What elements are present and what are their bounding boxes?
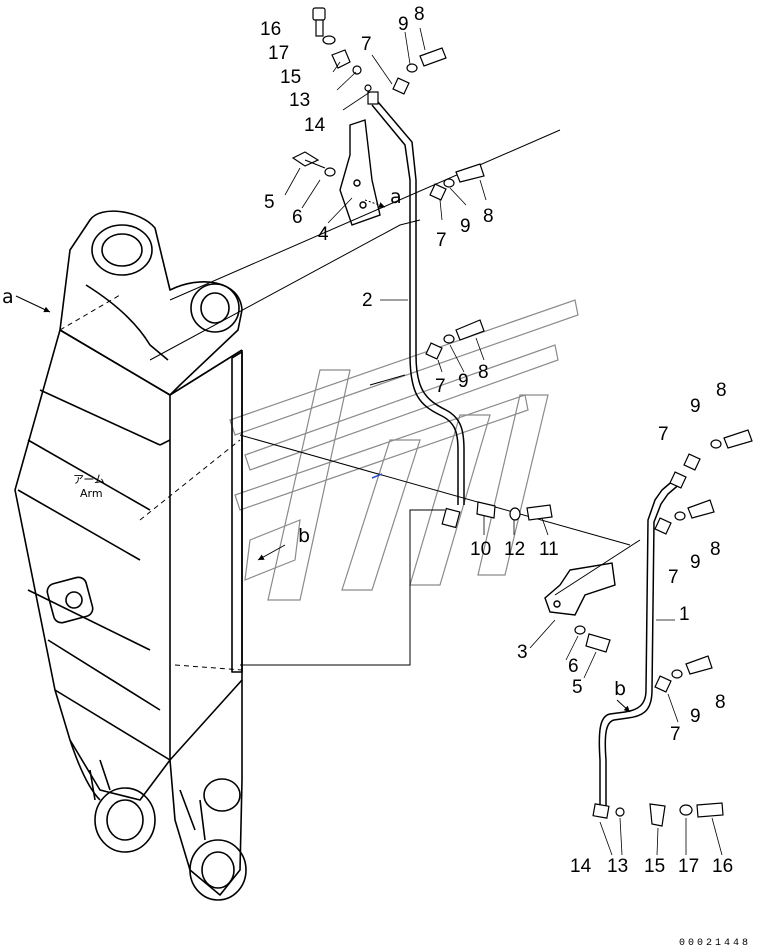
callout-2: 2 <box>362 290 373 311</box>
callout-9-mid1: 9 <box>460 216 471 237</box>
watermark-logo <box>229 299 579 601</box>
center-mark <box>371 473 383 479</box>
callout-6-r: 6 <box>568 656 579 677</box>
callout-7-top: 7 <box>361 34 372 55</box>
callout-9-top: 9 <box>398 14 409 35</box>
bracket-4 <box>339 119 381 226</box>
callout-9-r1: 9 <box>690 396 701 417</box>
callout-numbers: 16 17 15 13 14 7 9 8 5 6 4 7 9 8 2 7 9 8… <box>260 4 733 877</box>
arm-label: アーム Arm <box>73 473 105 500</box>
callout-3: 3 <box>517 642 528 663</box>
callout-8-mid1: 8 <box>483 206 494 227</box>
callout-11: 11 <box>539 539 559 560</box>
view-ref-a-upper: a <box>364 186 402 208</box>
leader-lines <box>149 129 641 666</box>
callout-7-r3: 7 <box>670 724 681 745</box>
view-ref-a-label: a <box>2 286 14 308</box>
tube-2 <box>371 101 465 505</box>
callout-8-r3: 8 <box>715 692 726 713</box>
callout-8-mid2: 8 <box>478 362 489 383</box>
view-ref-b-label: b <box>298 525 310 547</box>
callout-7-mid1: 7 <box>436 230 447 251</box>
view-ref-b-left: b <box>257 525 310 561</box>
callout-17-top: 17 <box>268 43 289 64</box>
hidden-lines <box>59 294 243 671</box>
callout-15-bot: 15 <box>644 856 665 877</box>
arm-label-jp: アーム <box>73 473 105 486</box>
callout-13-top: 13 <box>289 90 310 111</box>
clamps <box>367 77 701 819</box>
callout-leaders <box>284 27 723 856</box>
callout-15-top: 15 <box>280 67 301 88</box>
callout-16-bot: 16 <box>712 856 733 877</box>
callout-9-mid2: 9 <box>458 371 469 392</box>
document-number: 00021448 <box>678 938 751 949</box>
callout-16-top: 16 <box>260 19 281 40</box>
callout-7-r2: 7 <box>668 567 679 588</box>
callout-7-mid2: 7 <box>435 376 446 397</box>
callout-5-r: 5 <box>572 677 583 698</box>
arm-label-en: Arm <box>80 487 103 500</box>
callout-17-bot: 17 <box>678 856 699 877</box>
callout-6-left: 6 <box>292 207 303 228</box>
view-ref-b-label-2: b <box>614 678 626 700</box>
callout-7-r1: 7 <box>658 424 669 445</box>
view-ref-a-left: a <box>2 286 51 313</box>
callout-4: 4 <box>318 224 329 245</box>
bracket-3 <box>544 562 616 616</box>
callout-13-bot: 13 <box>607 856 628 877</box>
callout-1: 1 <box>679 604 690 625</box>
callout-12: 12 <box>504 539 525 560</box>
callout-10: 10 <box>470 539 491 560</box>
callout-8-r2: 8 <box>710 539 721 560</box>
hardware <box>291 7 753 827</box>
callout-9-r2: 9 <box>690 552 701 573</box>
callout-8-r1: 8 <box>716 380 727 401</box>
callout-8-top: 8 <box>414 4 425 25</box>
callout-5-left: 5 <box>264 192 275 213</box>
view-ref-a-label-2: a <box>390 186 402 208</box>
callout-9-r3: 9 <box>690 706 701 727</box>
view-ref-b-right: b <box>614 678 631 713</box>
tube-1 <box>598 477 683 808</box>
callout-14-top: 14 <box>304 115 326 136</box>
callout-14-bot: 14 <box>570 856 592 877</box>
arm-body <box>14 210 247 901</box>
